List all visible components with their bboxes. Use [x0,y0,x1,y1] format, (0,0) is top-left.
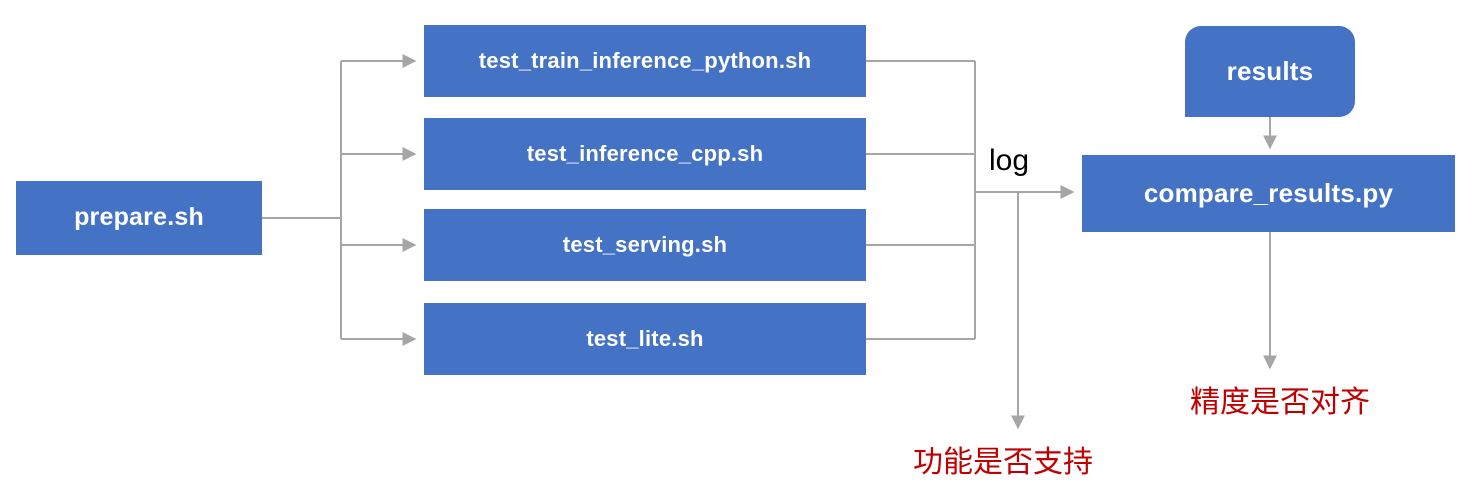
node-test-inference-cpp-sh-label: test_inference_cpp.sh [526,140,764,166]
node-prepare-sh-label: prepare.sh [74,203,204,232]
node-test-inference-cpp-sh[interactable]: test_inference_cpp.sh [424,118,866,190]
node-test-serving-sh-label: test_serving.sh [562,231,728,257]
annotation-function-support: 功能是否支持 [913,445,1093,480]
node-compare-results-py[interactable]: compare_results.py [1082,155,1455,232]
node-compare-results-py-label: compare_results.py [1143,178,1394,209]
node-test-lite-sh-label: test_lite.sh [586,325,704,351]
node-test-train-inference-python-sh-label: test_train_inference_python.sh [478,47,812,73]
node-results[interactable]: results [1185,26,1355,117]
node-results-label: results [1226,56,1314,87]
annotation-precision-alignment: 精度是否对齐 [1190,385,1370,420]
node-test-train-inference-python-sh[interactable]: test_train_inference_python.sh [424,25,866,97]
node-test-serving-sh[interactable]: test_serving.sh [424,209,866,281]
node-prepare-sh[interactable]: prepare.sh [16,181,262,255]
node-test-lite-sh[interactable]: test_lite.sh [424,303,866,375]
edge-label-log: log [989,144,1030,177]
